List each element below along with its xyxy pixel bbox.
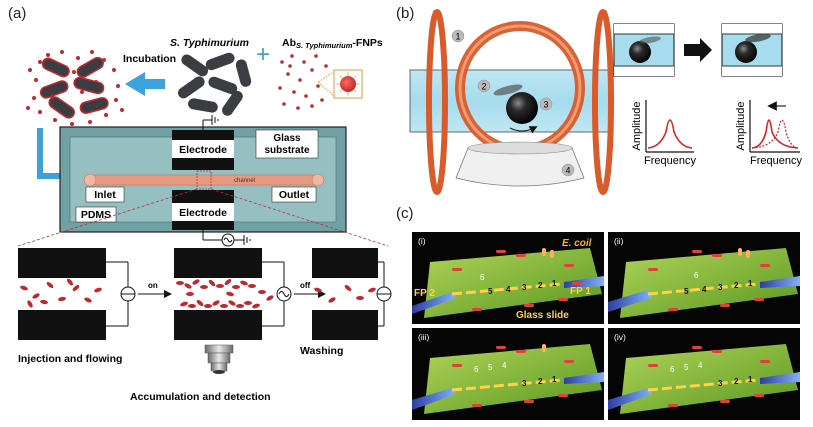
free-bacteria xyxy=(178,52,252,116)
objective-lens-icon xyxy=(204,344,234,374)
zoom-lines xyxy=(17,188,389,247)
svg-text:1: 1 xyxy=(748,279,753,288)
frequency-label-1: Frequency xyxy=(644,155,696,167)
quad-label-i: (i) xyxy=(418,236,426,246)
inlet-label: Inlet xyxy=(94,189,116,201)
subpanel-accumulation xyxy=(174,248,292,340)
badge-2: 2 xyxy=(477,79,491,93)
badge-1: 1 xyxy=(451,29,465,43)
quadrant-iii: (iii) 6 5 4 3 2 1 xyxy=(412,328,604,420)
spectrum-after: Amplitude Frequency xyxy=(735,100,802,167)
svg-text:5: 5 xyxy=(684,363,689,372)
rotation-arrow xyxy=(509,126,538,134)
plus-sign: + xyxy=(256,41,270,68)
on-label: on xyxy=(148,281,158,290)
accumulated-bacteria xyxy=(176,279,274,309)
badge-4: 4 xyxy=(561,163,575,177)
svg-text:5: 5 xyxy=(488,363,493,372)
microfluidic-chip: Electrode Electrode channel Glass substr… xyxy=(59,115,347,247)
svg-text:6: 6 xyxy=(480,273,485,282)
pdms-label: PDMS xyxy=(81,209,111,221)
incubation-text: Incubation xyxy=(123,53,176,65)
badge-3: 3 xyxy=(539,97,553,111)
svg-text:3: 3 xyxy=(522,283,527,292)
panel-a-label: (a) xyxy=(8,5,26,22)
panel-b-label: (b) xyxy=(396,5,414,22)
svg-text:4: 4 xyxy=(565,166,570,176)
panel-b: (b) 1 2 3 4 xyxy=(396,5,802,195)
svg-text:1: 1 xyxy=(552,279,557,288)
svg-text:1: 1 xyxy=(552,375,557,384)
svg-text:2: 2 xyxy=(734,281,739,290)
svg-text:1: 1 xyxy=(455,32,460,42)
amplitude-label-2: Amplitude xyxy=(735,102,747,151)
svg-text:4: 4 xyxy=(502,361,507,370)
quadrant-i: (i) 6 5 4 3 2 1 E. coil FP 2 FP 1 Glass … xyxy=(412,232,604,324)
inset-after xyxy=(721,23,783,77)
fnp-dots xyxy=(278,54,328,110)
quad-label-iv: (iv) xyxy=(614,332,626,342)
quadrant-ii: (ii) 6 5 4 3 2 1 xyxy=(608,232,800,324)
svg-text:1: 1 xyxy=(748,375,753,384)
svg-text:6: 6 xyxy=(694,271,699,280)
svg-text:3: 3 xyxy=(718,283,723,292)
svg-text:2: 2 xyxy=(481,82,486,92)
panel-a: (a) xyxy=(8,5,392,403)
svg-text:5: 5 xyxy=(488,287,493,296)
svg-text:3: 3 xyxy=(718,379,723,388)
accumulation-caption: Accumulation and detection xyxy=(130,391,271,403)
washing-caption: Washing xyxy=(300,345,343,357)
side-coil-right xyxy=(592,9,614,195)
off-label: off xyxy=(300,281,311,290)
svg-text:3: 3 xyxy=(543,100,548,110)
panel-c-label: (c) xyxy=(396,205,414,222)
bacterium-on-ball xyxy=(493,84,523,96)
glass-substrate-line1: Glass xyxy=(273,133,301,144)
channel-label: channel xyxy=(234,178,255,184)
spectrum-before: Amplitude Frequency xyxy=(631,100,696,167)
svg-text:5: 5 xyxy=(684,287,689,296)
ecoli-label: E. coil xyxy=(562,238,592,249)
change-arrow xyxy=(684,38,712,62)
panel-c: (c) (i) 6 5 4 3 2 1 E. coil xyxy=(396,205,800,420)
fp2-label: FP 2 xyxy=(414,288,435,299)
side-coil-left xyxy=(426,9,448,195)
quad-label-ii: (ii) xyxy=(614,236,624,246)
electrode-bottom-label: Electrode xyxy=(179,207,227,219)
quad-label-iii: (iii) xyxy=(418,332,429,342)
subpanel-washing xyxy=(312,248,392,340)
svg-text:2: 2 xyxy=(734,377,739,386)
fp1-label: FP 1 xyxy=(570,286,591,297)
magnetic-bead xyxy=(506,92,538,124)
glass-slide-label: Glass slide xyxy=(516,310,569,321)
injection-caption: Injection and flowing xyxy=(18,353,122,365)
svg-text:2: 2 xyxy=(538,377,543,386)
subpanel-injection xyxy=(18,248,136,340)
quadrant-iv: (iv) 6 5 4 3 2 1 xyxy=(608,328,800,420)
svg-text:4: 4 xyxy=(698,361,703,370)
svg-text:6: 6 xyxy=(474,365,479,374)
objective-base xyxy=(455,141,585,187)
inset-before xyxy=(613,23,675,77)
amplitude-label-1: Amplitude xyxy=(631,102,643,151)
bacteria-cluster-captured xyxy=(26,50,124,126)
svg-text:4: 4 xyxy=(506,285,511,294)
ab-label: AbS. Typhimurium-FNPs xyxy=(282,37,383,50)
electrode-top-label: Electrode xyxy=(179,144,227,156)
ground-symbol-top xyxy=(202,115,219,130)
frequency-label-2: Frequency xyxy=(750,155,802,167)
ac-source-bottom xyxy=(202,230,251,247)
svg-text:3: 3 xyxy=(522,379,527,388)
incubation-arrow xyxy=(125,72,165,96)
bacteria-name: S. Typhimurium xyxy=(170,37,249,49)
fnp-zoom xyxy=(317,69,363,99)
glass-substrate-line2: substrate xyxy=(264,145,309,156)
svg-text:2: 2 xyxy=(538,281,543,290)
svg-text:6: 6 xyxy=(670,365,675,374)
outlet-label: Outlet xyxy=(279,189,310,201)
svg-text:4: 4 xyxy=(702,285,707,294)
